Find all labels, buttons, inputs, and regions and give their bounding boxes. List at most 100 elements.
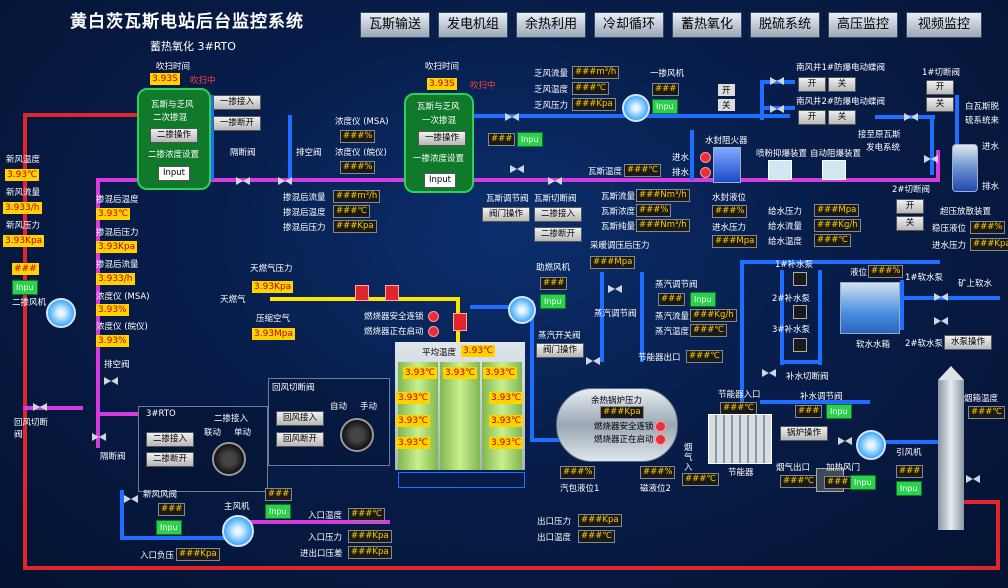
mix-after-msa-value: 3.93% xyxy=(96,304,129,316)
mix-after-yh-value: 3.93% xyxy=(96,335,129,347)
stack-valve-icon[interactable] xyxy=(966,470,980,484)
fresh-valve-icon[interactable] xyxy=(124,490,138,504)
rto3-mode-knob-icon[interactable] xyxy=(212,442,246,476)
fresh-valve-label: 新风风阀 xyxy=(143,490,178,500)
steam-valve-op-button[interactable]: 阀门操作 xyxy=(536,343,584,358)
mix1-in-button[interactable]: 一掺接入 xyxy=(213,95,261,110)
nav-gas-transport[interactable]: 瓦斯输送 xyxy=(360,12,430,38)
iso-valve-2-label: 隔断阀 xyxy=(100,452,126,462)
exhaust-valve-icon[interactable] xyxy=(505,108,519,122)
rto3-mix2-out-button[interactable]: 二掺断开 xyxy=(146,452,194,467)
water-press-value: ###Mpa xyxy=(712,235,758,248)
return-valve-label: 回风切断阀 xyxy=(14,418,49,440)
valve1-open-button[interactable]: 开 xyxy=(926,80,954,95)
rto3-mix2-in-label: 二掺接入 xyxy=(214,414,249,424)
fresh-press-value: 3.93Kpa xyxy=(3,235,45,247)
soft-pump2-icon[interactable] xyxy=(934,312,948,326)
steam-reg-valve-icon[interactable] xyxy=(608,280,622,294)
feed-flow-value: ###Kg/h xyxy=(814,219,861,232)
make-reg-valve-icon[interactable] xyxy=(838,432,852,446)
gas-valve-op-button[interactable]: 阀门操作 xyxy=(482,207,530,222)
super-label: 超压放散装置 xyxy=(940,207,992,217)
return-valve-icon[interactable] xyxy=(33,398,47,412)
fresh-valve-input[interactable]: Inpu xyxy=(156,520,182,535)
shaft1-valve-icon[interactable] xyxy=(770,72,784,86)
induced-fan-icon[interactable] xyxy=(856,430,886,460)
igniter-icon xyxy=(453,313,467,331)
shaft1-open-button[interactable]: 开 xyxy=(798,77,826,92)
return-auto-label: 自动 xyxy=(330,402,348,412)
fan2-input[interactable]: Inpu xyxy=(12,280,38,295)
iso-valve-2-icon[interactable] xyxy=(92,428,106,442)
rto3-mix2-in-button[interactable]: 二掺接入 xyxy=(146,432,194,447)
boiler-op-button[interactable]: 锅炉操作 xyxy=(780,426,828,441)
fan2-icon[interactable] xyxy=(46,298,76,328)
pump2-icon[interactable] xyxy=(793,305,807,319)
main-fan-input[interactable]: Inpu xyxy=(265,504,291,519)
fan1-icon[interactable] xyxy=(622,94,650,122)
nav-rto[interactable]: 蓄热氧化 xyxy=(672,12,742,38)
nav-cooling[interactable]: 冷却循环 xyxy=(594,12,664,38)
nav-hv[interactable]: 高压监控 xyxy=(828,12,898,38)
rto-temp-4: 3.93℃ xyxy=(396,392,431,404)
main-fan-icon[interactable] xyxy=(222,515,254,547)
nav-generator[interactable]: 发电机组 xyxy=(438,12,508,38)
return-out-button[interactable]: 回风断开 xyxy=(276,432,324,447)
steam-on-valve-icon[interactable] xyxy=(586,352,600,366)
comb-fan-icon[interactable] xyxy=(508,296,536,324)
shaft2-label: 南风井2#防爆电动蝶阀 xyxy=(796,97,886,107)
mix-after-bleed-icon[interactable] xyxy=(104,372,118,386)
blow-time-value-1: 3.93S xyxy=(150,73,180,85)
mix1-out-button[interactable]: 一掺断开 xyxy=(213,116,261,131)
shaft2-open-button[interactable]: 开 xyxy=(798,110,826,125)
air-label: 压缩空气 xyxy=(256,314,291,324)
mix1-op-button[interactable]: 一掺操作 xyxy=(418,131,466,146)
gas-reg-valve-icon[interactable] xyxy=(510,160,524,174)
pump-op-button[interactable]: 水泵操作 xyxy=(944,335,992,350)
outlet-press-label: 出口压力 xyxy=(537,517,572,527)
valve1-close-button[interactable]: 关 xyxy=(926,97,954,112)
gas-cut-valve-icon[interactable] xyxy=(548,172,562,186)
mix-temp-label: 掺混后温度 xyxy=(283,208,326,218)
pump3-icon[interactable] xyxy=(793,338,807,352)
booster-input[interactable]: Inpu xyxy=(850,475,876,490)
soft-pump1-icon[interactable] xyxy=(934,288,948,302)
induced-fan-input[interactable]: Inpu xyxy=(896,481,922,496)
main-fan-value: ### xyxy=(265,488,293,501)
fan1-close[interactable]: 关 xyxy=(718,99,735,111)
valve2-icon[interactable] xyxy=(924,150,938,164)
steam-on-label: 蒸汽开关阀 xyxy=(538,331,581,341)
bleed-valve-icon[interactable] xyxy=(278,172,292,186)
spray-label: 喷粉抑爆装置 xyxy=(756,149,808,159)
shaft1-close-button[interactable]: 关 xyxy=(828,77,856,92)
nav-video[interactable]: 视频监控 xyxy=(906,12,982,38)
fan1-open-close[interactable]: 开 xyxy=(718,84,735,96)
gas-mix2-in-button[interactable]: 二掺接入 xyxy=(534,207,582,222)
mix2-op-button-1[interactable]: 二掺操作 xyxy=(150,128,198,143)
pump1-icon[interactable] xyxy=(793,272,807,286)
mix1-input[interactable]: Input xyxy=(424,173,456,188)
economizer xyxy=(708,414,772,464)
valve2-close-button[interactable]: 关 xyxy=(896,216,924,231)
exhaust-valve-input[interactable]: Inpu xyxy=(517,132,543,147)
shaft2-valve-icon[interactable] xyxy=(770,100,784,114)
nav-desulfur[interactable]: 脱硫系统 xyxy=(750,12,820,38)
gas-mix2-out-button[interactable]: 二掺断开 xyxy=(534,227,582,242)
nav-waste-heat[interactable]: 余热利用 xyxy=(516,12,586,38)
make-reg-input[interactable]: Inpu xyxy=(826,404,852,419)
burner-safety-lamp xyxy=(428,311,439,322)
feed-temp-label: 给水温度 xyxy=(768,237,803,247)
shaft2-close-button[interactable]: 关 xyxy=(828,110,856,125)
iso-valve-icon[interactable] xyxy=(236,172,250,186)
steam-valve-input[interactable]: Inpu xyxy=(690,292,716,307)
return-mode-knob-icon[interactable] xyxy=(340,418,374,452)
make-cut-valve-icon[interactable] xyxy=(762,364,776,378)
auto-spray-label: 自动阻爆装置 xyxy=(810,149,862,159)
exhaust-flow-value: ###m³/h xyxy=(572,66,620,79)
valve1-icon[interactable] xyxy=(904,108,918,122)
fan1-input[interactable]: Inpu xyxy=(652,99,678,114)
return-in-button[interactable]: 回风接入 xyxy=(276,411,324,426)
valve2-open-button[interactable]: 开 xyxy=(896,199,924,214)
comb-fan-input[interactable]: Inpu xyxy=(540,294,566,309)
mix2-input-1[interactable]: Input xyxy=(158,166,190,181)
